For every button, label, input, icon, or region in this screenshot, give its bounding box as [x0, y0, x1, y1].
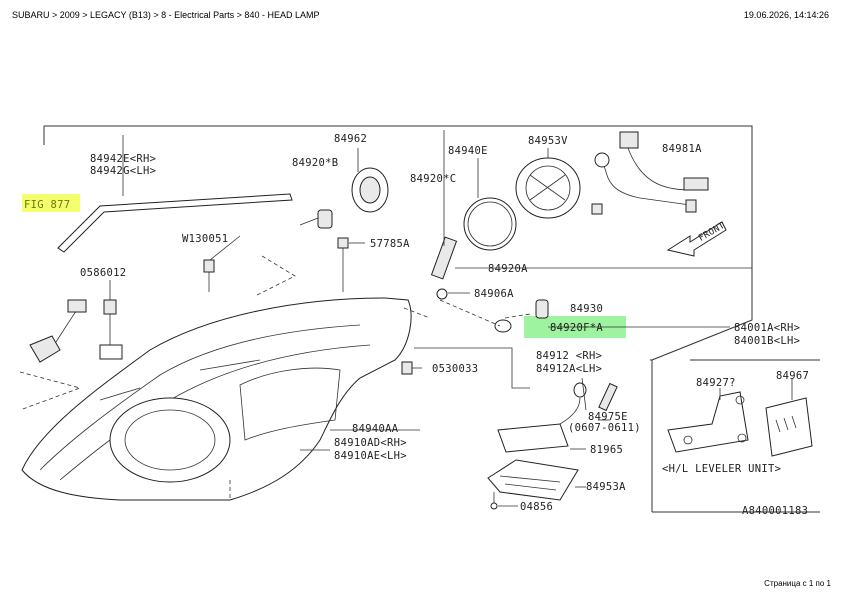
- screw-w130051: [203, 259, 215, 292]
- seal-ring-84920C: [463, 197, 517, 251]
- fig-ref-highlight: [22, 194, 80, 212]
- frame-top: [44, 125, 753, 512]
- label-0607-0611: (0607-0611): [568, 422, 641, 434]
- label-84981A: 84981A: [662, 143, 702, 155]
- bracket-84953A: [487, 459, 579, 510]
- page-info: Страница с 1 по 1: [764, 579, 831, 588]
- bulb-84920A: [430, 236, 458, 280]
- label-84920A: 84920A: [488, 263, 528, 275]
- bulb-84906A: [436, 288, 448, 300]
- label-leveler-unit: <H/L LEVELER UNIT>: [662, 463, 781, 475]
- socket-84920F: [439, 299, 512, 333]
- label-84912A: 84912A<LH>: [536, 363, 602, 375]
- headlamp-housing: [21, 297, 412, 501]
- label-84920B: 84920*B: [292, 157, 338, 169]
- projector-lens-ring: [109, 397, 231, 483]
- leveler-unit-84967: [765, 397, 813, 457]
- label-84967: 84967: [776, 370, 809, 382]
- label-04856: 04856: [520, 501, 553, 513]
- bulb-84930: [535, 299, 549, 319]
- label-84940AA: 84940AA: [352, 423, 399, 435]
- label-84942E: 84942E<RH>: [90, 153, 156, 165]
- screw-57785a: [337, 237, 349, 292]
- label-84920C: 84920*C: [410, 173, 456, 185]
- reflector: [239, 367, 341, 441]
- label-84953A: 84953A: [586, 481, 626, 493]
- label-84001B: 84001B<LH>: [734, 335, 800, 347]
- label-81965: 81965: [590, 444, 623, 456]
- label-84953V: 84953V: [528, 135, 568, 147]
- label-84910AE: 84910AE<LH>: [334, 450, 407, 462]
- leveler-bracket-84927: [667, 391, 749, 453]
- label-w130051: W130051: [182, 233, 228, 245]
- label-84942G: 84942G<LH>: [90, 165, 156, 177]
- fig-ref-label[interactable]: FIG 877: [24, 199, 70, 211]
- label-84930: 84930: [570, 303, 603, 315]
- label-84001A: 84001A<RH>: [734, 322, 800, 334]
- label-0586012: 0586012: [80, 267, 126, 279]
- label-84975E: 84975E: [588, 411, 628, 423]
- screw-0530033: [401, 361, 413, 375]
- harness-84981A: [591, 131, 709, 215]
- bulb-84920B: [299, 209, 333, 229]
- label-diagram-code: A840001183: [742, 505, 808, 517]
- trim-strip-84942: [57, 193, 293, 253]
- leveler-motor-84912: [497, 382, 618, 453]
- label-57785A: 57785A: [370, 238, 410, 250]
- label-0530033: 0530033: [432, 363, 478, 375]
- clip-0586012: [99, 299, 123, 360]
- label-84912: 84912 <RH>: [536, 350, 602, 362]
- label-84927: 84927?: [696, 377, 736, 389]
- label-84920F[interactable]: 84920F*A: [550, 322, 603, 334]
- label-84962: 84962: [334, 133, 367, 145]
- print-datetime: 19.06.2026, 14:14:26: [743, 10, 829, 20]
- label-84940E: 84940E: [448, 145, 488, 157]
- breadcrumb: SUBARU > 2009 > LEGACY (B13) > 8 - Elect…: [12, 10, 320, 20]
- connector-left: [29, 299, 87, 363]
- leader-lines: [19, 130, 793, 507]
- front-arrow-icon: [666, 221, 727, 257]
- label-84910AD: 84910AD<RH>: [334, 437, 407, 449]
- label-84906A: 84906A: [474, 288, 514, 300]
